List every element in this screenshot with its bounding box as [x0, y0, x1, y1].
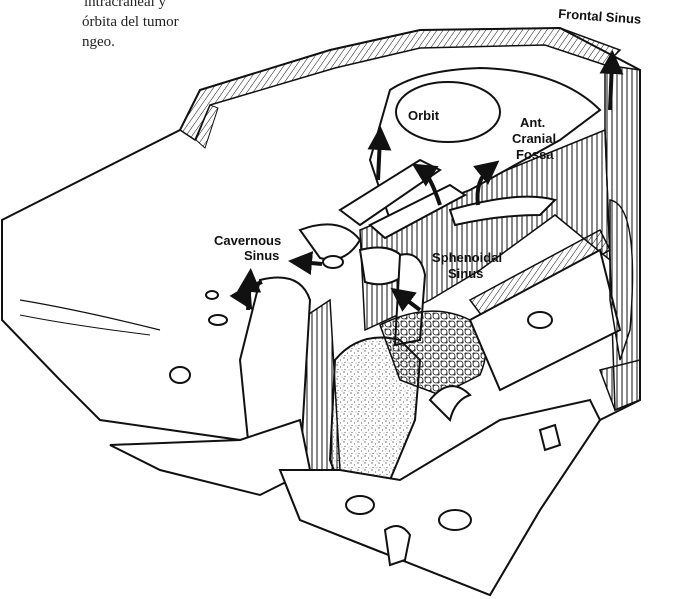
label-sphenoidal-sinus: Sinus [448, 266, 483, 281]
label-frontal-sinus: Frontal Sinus [558, 6, 642, 27]
label-cavernous-sinus: Sinus [244, 248, 279, 263]
arrow-orbit [378, 138, 380, 180]
foramen-oval [170, 367, 190, 383]
maxillary-foramen [528, 312, 552, 328]
foramen-small-2 [209, 315, 227, 325]
floor-foramen-2 [439, 510, 471, 530]
label-cavernous: Cavernous [214, 233, 281, 248]
label-fossa: Fossa [516, 147, 554, 162]
arrow-frontal [610, 62, 612, 110]
foramen-small-1 [206, 291, 218, 299]
label-ant: Ant. [520, 115, 545, 130]
arrow-sinus-down [248, 280, 250, 310]
floor-foramen-1 [346, 496, 374, 514]
label-orbit: Orbit [408, 108, 440, 123]
cavernous-foramen [323, 256, 343, 268]
label-sphenoidal: Sphenoidal [432, 250, 502, 265]
arrow-cavernous [300, 262, 322, 264]
label-cranial: Cranial [512, 131, 556, 146]
